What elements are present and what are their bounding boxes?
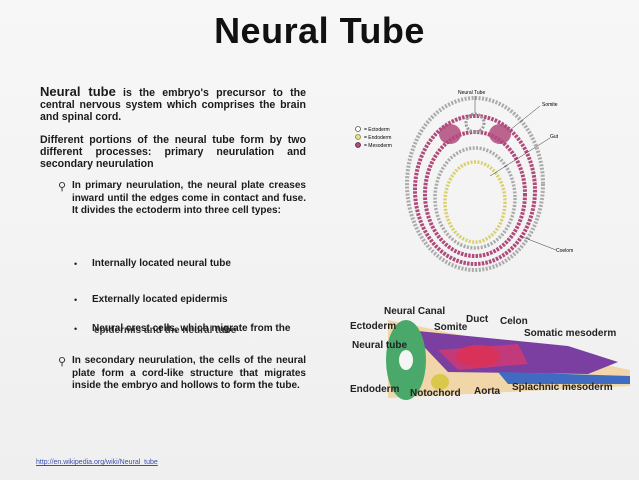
paragraph-processes: Different portions of the neural tube fo…	[40, 134, 306, 170]
label-endoderm: Endoderm	[350, 384, 400, 395]
bullet-dot-icon: •	[74, 324, 78, 334]
cross-section-diagram: = Ectoderm = Endoderm = Mesoderm Neural …	[355, 90, 573, 272]
paragraph-definition: Neural tube is the embryo's precursor to…	[40, 84, 306, 123]
neural-canal-diagram: Neural Canal Ectoderm Somite Duct Celon …	[350, 306, 630, 400]
bullet-neural-crest-overlap: epidermis and the neural tube	[94, 325, 237, 336]
pin-bullet-icon: ⚲	[58, 181, 67, 193]
label-neural-canal: Neural Canal	[384, 306, 445, 317]
label-duct: Duct	[466, 314, 489, 325]
bullet-dot-icon: •	[74, 295, 78, 305]
label-neural-tube: Neural Tube	[458, 90, 485, 96]
legend-endoderm: = Endoderm	[364, 135, 391, 141]
source-link[interactable]: http://en.wikipedia.org/wiki/Neural_tube	[36, 459, 158, 466]
label-somatic-mesoderm: Somatic mesoderm	[524, 328, 616, 339]
bullet-neural-crest: Neural crest cells, which migrate from t…	[92, 323, 291, 334]
primary-neurulation-text: In primary neurulation, the neural plate…	[72, 180, 306, 216]
legend: = Ectoderm = Endoderm = Mesoderm	[355, 126, 392, 149]
label-coelom: Coelom	[556, 248, 573, 254]
bullet-neural-tube: Internally located neural tube	[92, 258, 231, 269]
slide-title: Neural Tube	[214, 10, 425, 51]
definition-lead: Neural tube	[40, 84, 116, 99]
label-somite-2: Somite	[434, 322, 468, 333]
label-somite: Somite	[542, 102, 558, 108]
pin-bullet-icon: ⚲	[58, 356, 67, 368]
bullet-dot-icon: •	[74, 259, 78, 269]
bullet-epidermis: Externally located epidermis	[92, 294, 228, 305]
definition-text: is the embryo's precursor to the central…	[40, 87, 306, 123]
label-ectoderm: Ectoderm	[350, 321, 396, 332]
legend-mesoderm: = Mesoderm	[364, 143, 392, 149]
label-splanchnic-mesoderm: Splachnic mesoderm	[512, 382, 613, 393]
label-notochord: Notochord	[410, 388, 461, 399]
label-neural-tube-2: Neural tube	[352, 340, 407, 351]
label-gut: Gut	[550, 134, 559, 140]
label-celon: Celon	[500, 316, 528, 327]
label-aorta: Aorta	[474, 386, 501, 397]
legend-ectoderm: = Ectoderm	[364, 127, 390, 133]
secondary-neurulation-text: In secondary neurulation, the cells of t…	[72, 355, 306, 391]
